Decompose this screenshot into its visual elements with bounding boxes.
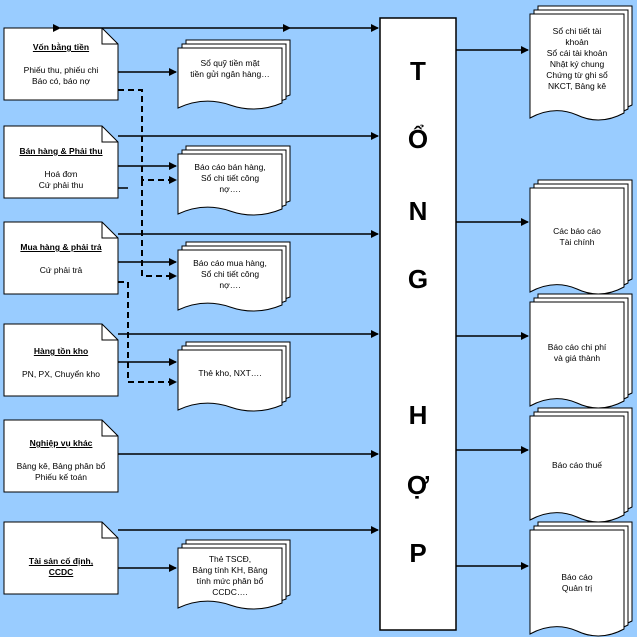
middle-line: CCDC…. bbox=[212, 587, 248, 597]
output-line: khoản bbox=[565, 37, 589, 47]
source-line: Phiếu kế toán bbox=[35, 472, 87, 482]
middle-label-mua-hang: Báo cáo mua hàng, Sổ chi tiết công nợ…. bbox=[180, 258, 280, 291]
tong-hop-letter: Ổ bbox=[407, 124, 429, 154]
output-line: Báo cáo bbox=[561, 572, 593, 582]
middle-line: Thẻ kho, NXT…. bbox=[198, 368, 262, 378]
middle-label-so-quy: Sổ quỹ tiền mặt tiền gửi ngân hàng… bbox=[180, 58, 280, 80]
output-doc-quan-tri bbox=[529, 521, 633, 637]
output-label-so-chi-tiet: Sổ chi tiết tài khoản Sổ cái tài khoản N… bbox=[532, 26, 622, 92]
middle-doc-so-quy bbox=[177, 39, 291, 110]
middle-line: Báo cáo mua hàng, bbox=[193, 258, 267, 268]
middle-doc-mua-hang bbox=[177, 241, 291, 312]
middle-line: Báo cáo bán hàng, bbox=[194, 162, 266, 172]
output-label-thue: Báo cáo thuế bbox=[532, 460, 622, 471]
output-line: Chứng từ ghi sổ bbox=[546, 70, 608, 80]
source-label-von-bang-tien: Vốn bằng tiền Phiếu thu, phiếu chi Báo c… bbox=[6, 42, 116, 87]
middle-line: Sổ quỹ tiền mặt bbox=[200, 58, 260, 68]
output-label-tai-chinh: Các báo cáo Tài chính bbox=[532, 226, 622, 248]
output-line: Quản trị bbox=[561, 583, 593, 593]
middle-line: Sổ chi tiết công bbox=[200, 173, 260, 183]
source-line: Phiếu thu, phiếu chi bbox=[23, 65, 99, 75]
source-label-hang-ton-kho: Hàng tồn kho PN, PX, Chuyển kho bbox=[6, 346, 116, 380]
middle-doc-the-kho bbox=[177, 341, 291, 412]
output-line: Sổ cái tài khoản bbox=[546, 48, 608, 58]
source-line: Bảng kê, Bảng phân bổ bbox=[16, 461, 106, 471]
source-label-mua-hang: Mua hàng & phải trả Cứ phải trả bbox=[6, 242, 116, 276]
source-title: Hàng tồn kho bbox=[33, 346, 89, 356]
middle-label-ban-hang: Báo cáo bán hàng, Sổ chi tiết công nợ…. bbox=[180, 162, 280, 195]
tong-hop-letter: Ợ bbox=[406, 470, 430, 500]
tong-hop-letter: H bbox=[408, 400, 428, 430]
tong-hop-letter: N bbox=[408, 196, 428, 226]
source-box-tai-san-co-dinh bbox=[3, 521, 119, 595]
dash-mh-to-thekho bbox=[118, 281, 177, 386]
source-title-2: CCDC bbox=[48, 567, 74, 577]
source-label-nghiep-vu-khac: Nghiệp vụ khác Bảng kê, Bảng phân bổ Phi… bbox=[6, 438, 116, 483]
output-line: Các báo cáo bbox=[553, 226, 601, 236]
source-line: Cứ phải trả bbox=[39, 265, 83, 275]
tong-hop-letter: G bbox=[407, 264, 429, 294]
source-line: Hoá đơn bbox=[44, 169, 78, 179]
middle-line: Thẻ TSCĐ, bbox=[208, 554, 252, 564]
tong-hop-letter: P bbox=[409, 538, 427, 568]
source-title: Tài sản cố định, bbox=[28, 556, 94, 566]
source-title: Bán hàng & Phải thu bbox=[19, 146, 103, 156]
middle-label-the-kho: Thẻ kho, NXT…. bbox=[180, 368, 280, 379]
source-label-ban-hang: Bán hàng & Phải thu Hoá đơn Cứ phải thu bbox=[6, 146, 116, 191]
middle-label-the-tscd: Thẻ TSCĐ, Bảng tính KH, Bảng tính mức ph… bbox=[180, 554, 280, 598]
middle-line: Bảng tính KH, Bảng bbox=[192, 565, 268, 575]
source-title: Vốn bằng tiền bbox=[32, 42, 90, 52]
output-label-quan-tri: Báo cáo Quản trị bbox=[532, 572, 622, 594]
middle-line: Sổ chi tiết công bbox=[200, 269, 260, 279]
output-label-chi-phi: Báo cáo chi phí và giá thành bbox=[532, 342, 622, 364]
output-line: Sổ chi tiết tài bbox=[552, 26, 602, 36]
output-doc-chi-phi bbox=[529, 293, 633, 409]
middle-doc-the-tscd bbox=[177, 539, 291, 610]
output-line: Báo cáo chi phí bbox=[547, 342, 607, 352]
output-line: Tài chính bbox=[559, 237, 595, 247]
source-box-hang-ton-kho bbox=[3, 323, 119, 397]
dash-vbt-to-muahang bbox=[141, 180, 177, 280]
output-line: Báo cáo thuế bbox=[551, 460, 603, 470]
source-box-nghiep-vu-khac bbox=[3, 419, 119, 493]
source-line: Cứ phải thu bbox=[38, 180, 84, 190]
source-title: Mua hàng & phải trả bbox=[20, 242, 102, 252]
source-box-ban-hang bbox=[3, 125, 119, 199]
source-box-mua-hang bbox=[3, 221, 119, 295]
source-line: PN, PX, Chuyển kho bbox=[22, 369, 100, 379]
source-title: Nghiệp vụ khác bbox=[29, 438, 93, 448]
source-line: Báo có, báo nợ bbox=[31, 76, 91, 86]
output-doc-bao-cao-tai-chinh bbox=[529, 179, 633, 295]
middle-line: tiền gửi ngân hàng… bbox=[190, 69, 270, 79]
middle-line: nợ…. bbox=[219, 280, 241, 290]
dash-vbt-to-banhang bbox=[118, 89, 177, 184]
output-line: Nhật ký chung bbox=[549, 59, 605, 69]
middle-doc-ban-hang bbox=[177, 145, 291, 216]
output-line: và giá thành bbox=[553, 353, 601, 363]
output-line: NKCT, Bảng kê bbox=[547, 81, 607, 91]
tong-hop-letter: T bbox=[410, 56, 426, 86]
output-doc-so-chi-tiet bbox=[529, 5, 633, 121]
tong-hop-box bbox=[379, 17, 457, 631]
middle-line: nợ…. bbox=[219, 184, 241, 194]
output-doc-bao-cao-thue bbox=[529, 407, 633, 523]
source-label-tai-san-co-dinh: Tài sản cố định, CCDC bbox=[6, 556, 116, 578]
middle-line: tính mức phân bổ bbox=[196, 576, 264, 586]
